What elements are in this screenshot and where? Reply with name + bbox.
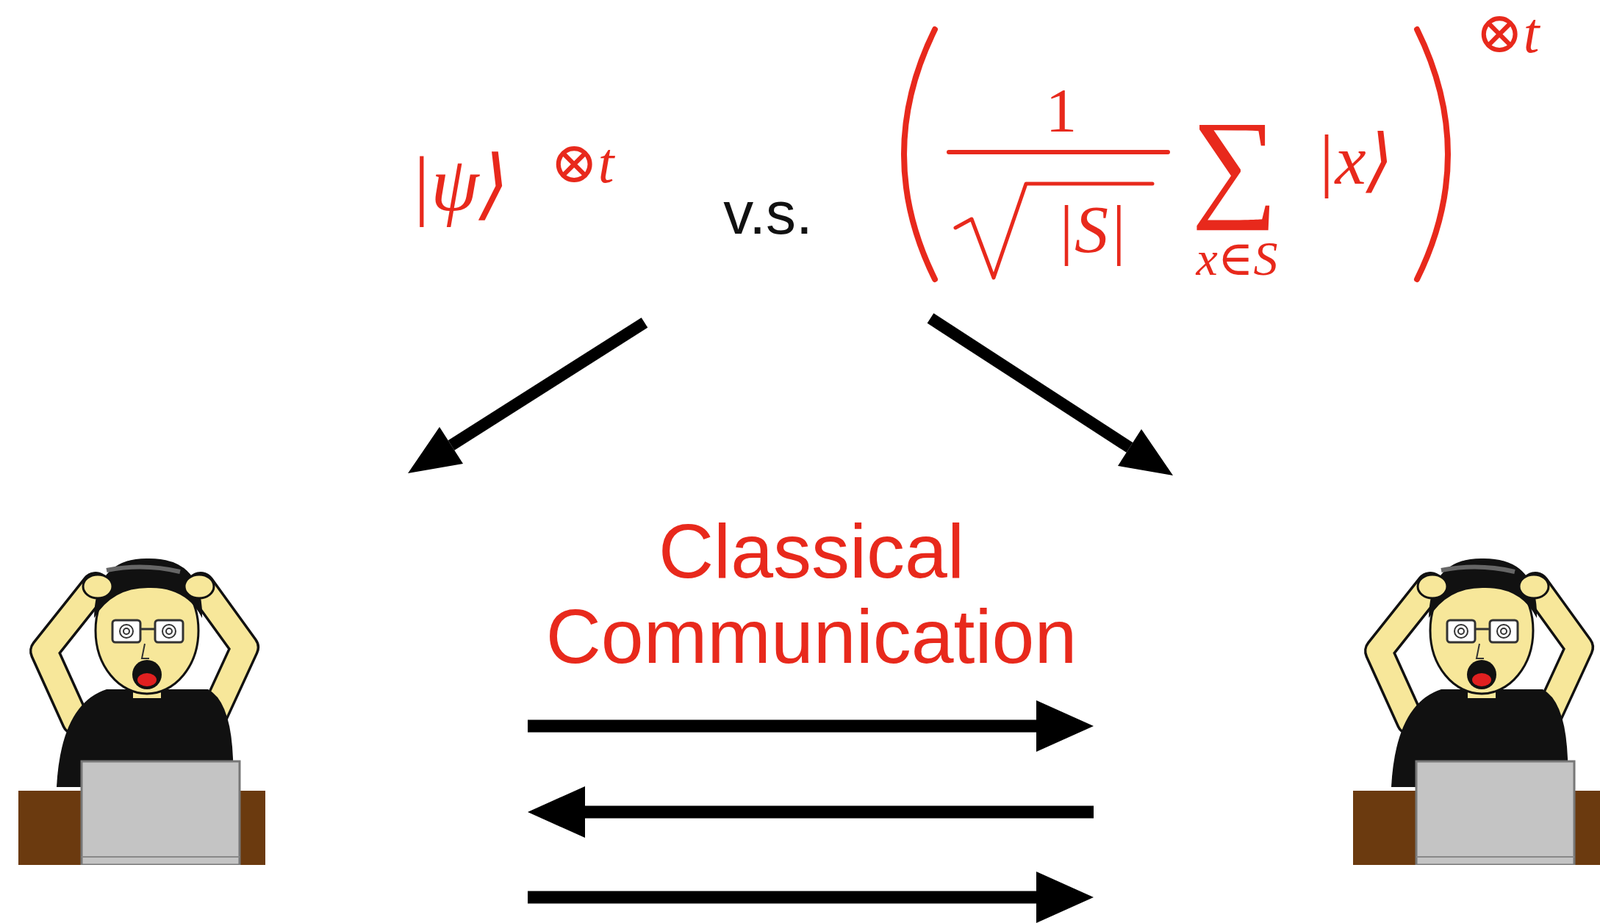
square-root-sign: [955, 183, 1153, 278]
arrows: [407, 318, 1173, 923]
arrow-head: [1117, 429, 1173, 476]
arrow-head: [1036, 871, 1094, 923]
right-parenthesis: [1416, 29, 1448, 280]
arrow-line: [527, 891, 1038, 904]
left-parenthesis: [903, 29, 935, 280]
tensor-power: ⊗t: [1475, 4, 1539, 62]
fraction-bar: [948, 149, 1168, 155]
arrow-head: [407, 427, 464, 474]
person-right: [1353, 558, 1600, 866]
person-left: [18, 558, 266, 866]
tensor-power: ⊗t: [549, 134, 614, 192]
versus-label: v.s.: [723, 183, 813, 244]
formula-symbols: [903, 29, 1448, 280]
arrow-line: [583, 806, 1094, 819]
sum-symbol: ∑: [1191, 102, 1279, 225]
set-size: |S|: [1056, 195, 1128, 264]
communication-label: Classical Communication: [480, 508, 1143, 680]
arrow-head: [1036, 700, 1094, 752]
arrow-line: [527, 720, 1038, 733]
arrow-line: [451, 322, 645, 446]
state-formula: |ψ⟩: [409, 145, 509, 223]
numerator: 1: [1045, 79, 1078, 142]
arrow-head: [527, 786, 586, 838]
basis-ket: |x⟩: [1315, 125, 1393, 196]
arrow-line: [930, 318, 1130, 448]
sum-index: x∈S: [1195, 234, 1278, 283]
